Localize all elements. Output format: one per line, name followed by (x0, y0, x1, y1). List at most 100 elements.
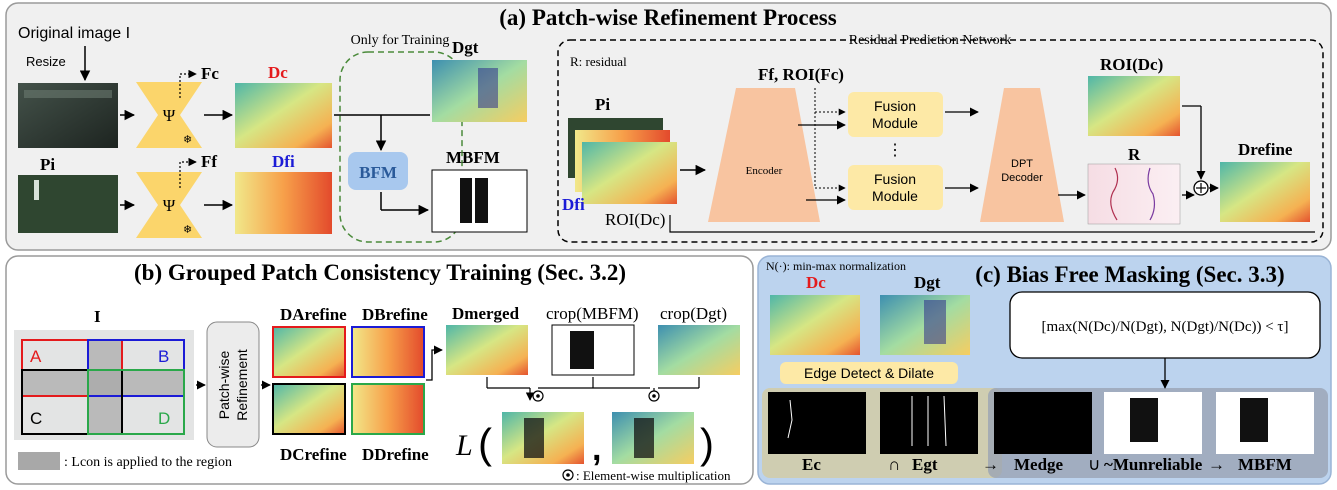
psi-network-top (136, 82, 202, 148)
svg-text:Decoder: Decoder (1001, 172, 1043, 184)
panel-c-title: (c) Bias Free Masking (Sec. 3.3) (975, 262, 1284, 287)
elementwise-note: : Element-wise multiplication (576, 468, 731, 483)
dgt-label: Dgt (452, 38, 479, 57)
c-dgt-label: Dgt (914, 273, 941, 292)
norm-note: N(·): min-max normalization (766, 259, 906, 273)
refine-d-map (351, 383, 425, 435)
lcon-swatch (18, 452, 60, 470)
loss-label: L (455, 429, 473, 462)
egt-map (880, 392, 978, 454)
egt-label: Egt (912, 455, 938, 474)
drefine-map (1220, 162, 1310, 222)
roi-dc-top-label: ROI(Dc) (1100, 55, 1163, 74)
region-d (87, 369, 185, 435)
crop-dgt-label: crop(Dgt) (660, 304, 727, 323)
rpn-frame (557, 39, 1324, 243)
dmerged-map (446, 325, 528, 375)
svg-text:Ψ: Ψ (163, 196, 176, 215)
svg-text:D: D (158, 409, 170, 428)
region-b (87, 339, 185, 397)
arrow-1: → (982, 455, 999, 474)
refine-b-label: DBrefine (362, 305, 428, 324)
refine-a-map (272, 326, 346, 378)
roi-dc-stack-image (582, 142, 677, 204)
roi-dc-map (1088, 76, 1180, 136)
training-only-box (339, 51, 463, 243)
refine-c-map (272, 383, 346, 435)
c-dc-label: Dc (806, 273, 826, 292)
dpt-decoder-block (980, 88, 1064, 222)
dfi-depth-map (235, 172, 332, 234)
residual-map (1087, 163, 1181, 225)
pi-stack-label: Pi (595, 95, 610, 114)
patchwise-refinement-block (206, 321, 260, 448)
fc-label: Fc (201, 64, 219, 83)
r-label: R (1128, 145, 1141, 164)
only-training-label: Only for Training (351, 33, 450, 48)
dc-label: Dc (268, 63, 288, 82)
drefine-label: Drefine (1238, 140, 1293, 159)
c-mbfm-label: MBFM (1238, 455, 1292, 474)
fusion-module-2 (848, 165, 943, 210)
svg-text:A: A (30, 347, 42, 366)
edge-detect-block (780, 362, 958, 384)
region-a (21, 339, 123, 397)
ff-roi-fc-label: Ff, ROI(Fc) (758, 65, 844, 84)
ec-map (768, 392, 866, 454)
crop-dgt-map (658, 325, 740, 375)
svg-text:Refinement: Refinement (234, 349, 250, 421)
refine-c-label: DCrefine (280, 445, 347, 464)
patch-label: Pi (40, 155, 55, 174)
refine-d-label: DDrefine (362, 445, 429, 464)
ff-label: Ff (201, 152, 217, 171)
dfi-stack-label: Dfi (562, 195, 585, 214)
roi-dc-bottom-label: ROI(Dc) (605, 210, 665, 229)
bfm-block (348, 152, 408, 190)
unreliable-label: ~Munreliable (1104, 455, 1203, 474)
snowflake-icon: ❄ (183, 134, 192, 146)
refine-b-map (351, 326, 425, 378)
arrow-2: → (1208, 455, 1225, 474)
dmerged-label: Dmerged (452, 304, 520, 323)
dc-depth-map (235, 83, 332, 148)
svg-text:Fusion: Fusion (874, 171, 916, 187)
rpn-label: Residual Prediction Network (849, 33, 1012, 48)
ec-label: Ec (802, 455, 821, 474)
svg-text:DPT: DPT (1011, 158, 1033, 170)
svg-text:Module: Module (872, 115, 918, 131)
union-op: ∪ (1088, 455, 1100, 474)
region-c (21, 369, 123, 435)
mbfm-label: MBFM (446, 148, 500, 167)
i-label: I (94, 307, 101, 326)
lcon-note: : Lcon is applied to the region (64, 455, 232, 470)
snowflake-icon: ❄ (183, 224, 192, 236)
patch-thumb (18, 175, 118, 233)
dfi-label: Dfi (272, 152, 295, 171)
panel-b-title: (b) Grouped Patch Consistency Training (… (134, 260, 626, 285)
svg-text:Patch-wise: Patch-wise (216, 351, 232, 420)
vdots: ⋮ (887, 142, 903, 159)
svg-text:BFM: BFM (359, 163, 397, 182)
encoder-block (708, 88, 820, 222)
medge-map (994, 392, 1092, 454)
svg-text:): ) (700, 420, 714, 467)
intersection-op: ∩ (888, 455, 900, 474)
refine-a-label: DArefine (280, 305, 347, 324)
svg-text:,: , (592, 430, 601, 468)
crop-mbfm-label: crop(MBFM) (546, 304, 639, 323)
svg-text:Ψ: Ψ (163, 106, 176, 125)
medge-label: Medge (1014, 455, 1064, 474)
svg-text:Fusion: Fusion (874, 98, 916, 114)
c-dc-map (770, 295, 860, 355)
svg-text:Module: Module (872, 188, 918, 204)
svg-text:Edge Detect & Dilate: Edge Detect & Dilate (804, 365, 934, 381)
resize-label: Resize (26, 54, 66, 69)
svg-text:B: B (158, 347, 169, 366)
psi-network-bottom (136, 172, 202, 238)
svg-text:(: ( (478, 420, 492, 467)
svg-text:Encoder: Encoder (746, 165, 783, 177)
original-image-label: Original image I (18, 25, 130, 42)
r-residual-label: R: residual (570, 54, 627, 69)
fusion-module-1 (848, 92, 943, 137)
